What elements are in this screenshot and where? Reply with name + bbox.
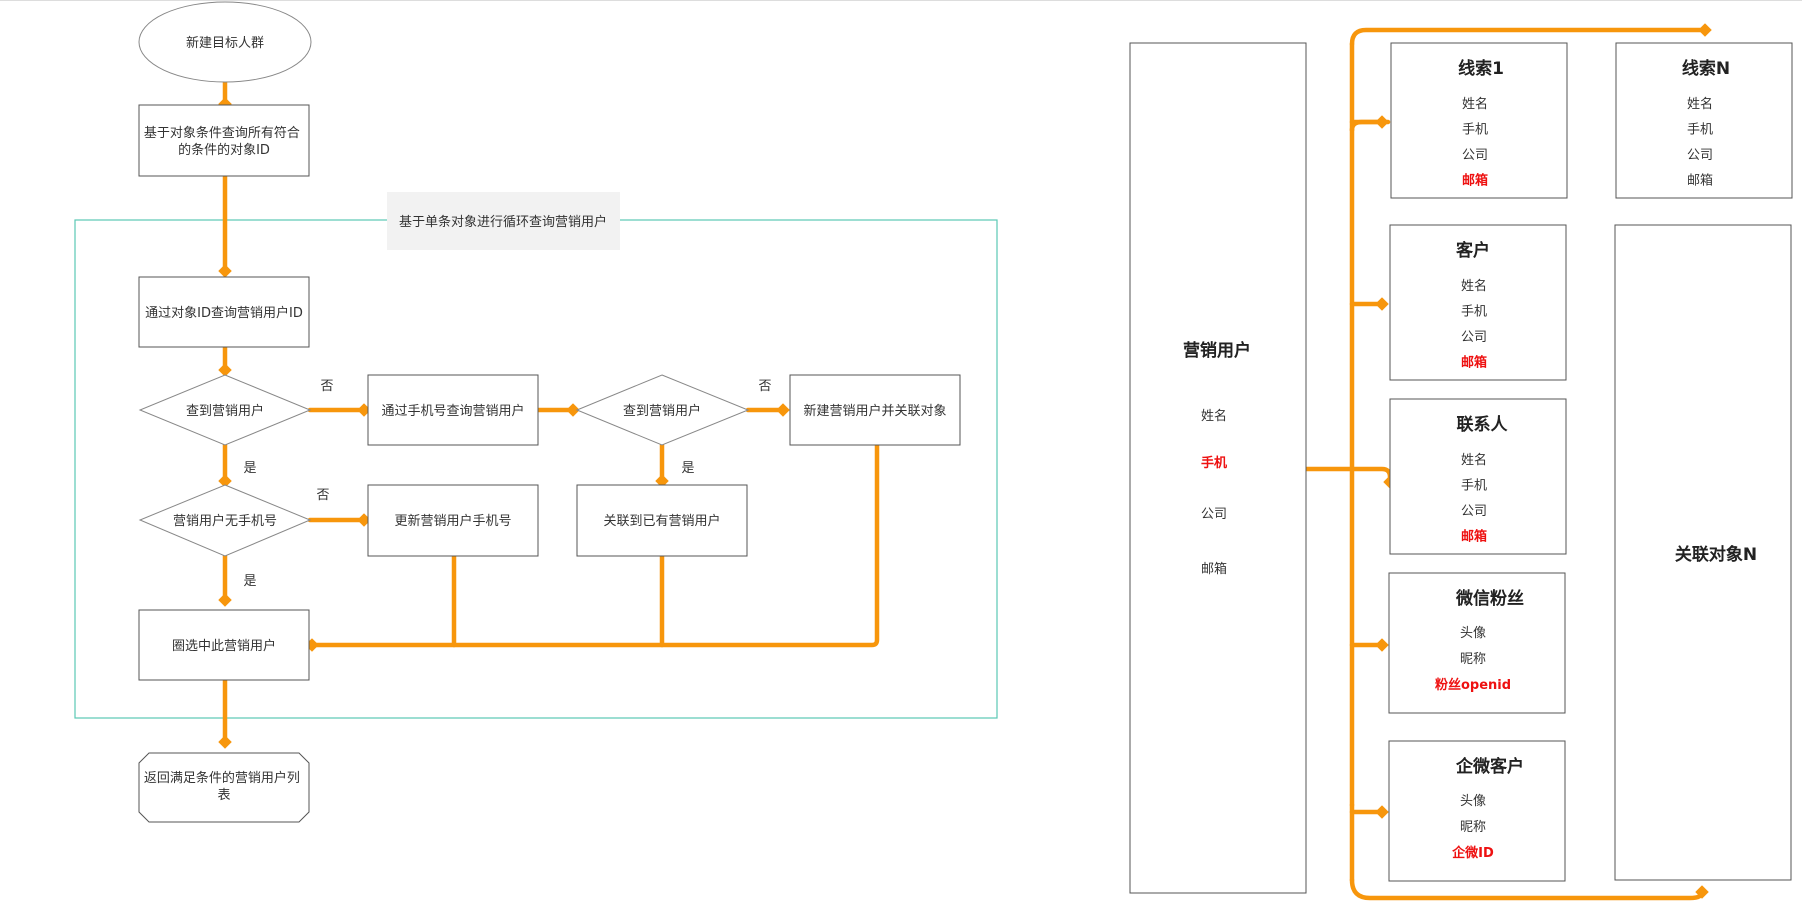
contact-field: 手机 — [1461, 479, 1487, 494]
start-node-label: 新建目标人群 — [186, 35, 264, 51]
customer-field: 邮箱 — [1461, 355, 1487, 371]
wechat_fan-field: 头像 — [1460, 626, 1486, 641]
label-no-2: 否 — [758, 379, 771, 394]
decision-no-phone-label: 营销用户无手机号 — [173, 513, 277, 529]
wework-customer-box — [1388, 740, 1566, 882]
query-by-phone-box — [367, 374, 539, 446]
decision-found-1 — [138, 374, 312, 446]
main-user-field: 邮箱 — [1201, 561, 1227, 577]
query-by-id-label: 通过对象ID查询营销用户ID — [145, 305, 303, 321]
wework_customer-title: 企微客户 — [1455, 756, 1524, 777]
decision-no-phone — [138, 484, 312, 557]
related-n-box — [1614, 224, 1792, 881]
select-user-label: 圈选中此营销用户 — [172, 638, 276, 654]
clue1-field: 公司 — [1462, 148, 1488, 163]
return-list-label: 返回满足条件的营销用户列 表 — [144, 770, 304, 803]
contact-field: 公司 — [1461, 504, 1487, 519]
customer-box — [1389, 224, 1567, 381]
wechat_fan-field: 昵称 — [1460, 652, 1486, 667]
main-user-title: 营销用户 — [1183, 340, 1251, 361]
contact-field: 邮箱 — [1461, 529, 1487, 545]
contact-field: 姓名 — [1461, 452, 1487, 468]
update-phone-box — [367, 484, 539, 557]
select-user-box — [138, 609, 310, 681]
link-existing-box — [576, 484, 748, 557]
connector-to-relatedN-bottom — [1349, 877, 1709, 901]
query-all-label: 基于对象条件查询所有符合 的条件的对象ID — [144, 125, 304, 158]
wework_customer-field: 企微ID — [1451, 845, 1494, 861]
related-n-title: 关联对象N — [1675, 544, 1757, 565]
create-new-label: 新建营销用户并关联对象 — [803, 403, 946, 419]
clue1-box — [1390, 42, 1568, 199]
main-user-field: 手机 — [1201, 455, 1227, 471]
label-yes-1: 是 — [243, 461, 256, 476]
clueN-field: 姓名 — [1687, 96, 1713, 112]
label-no-1: 否 — [320, 379, 333, 394]
connector-to-clueN-top — [1349, 23, 1712, 47]
clue1-title: 线索1 — [1458, 58, 1504, 79]
wework_customer-field: 昵称 — [1460, 820, 1486, 835]
clueN-title: 线索N — [1682, 58, 1730, 79]
relation-connectors — [1303, 23, 1712, 901]
main-user-field: 公司 — [1201, 507, 1227, 522]
start-node — [138, 1, 312, 83]
connector-to-contact — [1349, 466, 1397, 489]
update-phone-label: 更新营销用户手机号 — [394, 513, 511, 529]
clueN-field: 手机 — [1687, 123, 1713, 138]
customer-field: 公司 — [1461, 330, 1487, 345]
clue1-field: 邮箱 — [1462, 173, 1488, 189]
clueN-field: 公司 — [1687, 148, 1713, 163]
query-all-box — [138, 104, 310, 177]
flow-connectors — [218, 79, 880, 749]
clueN-box — [1615, 42, 1793, 199]
main-user-box — [1129, 42, 1307, 894]
link-existing-label: 关联到已有营销用户 — [603, 513, 720, 529]
loop-label: 基于单条对象进行循环查询营销用户 — [399, 214, 607, 230]
loop-label-box — [387, 192, 620, 250]
label-yes-3: 是 — [243, 574, 256, 589]
create-new-box — [789, 374, 961, 446]
clueN-field: 邮箱 — [1687, 173, 1713, 189]
wework_customer-field: 头像 — [1460, 794, 1486, 809]
customer-title: 客户 — [1455, 240, 1490, 261]
query-by-phone-label: 通过手机号查询营销用户 — [381, 403, 524, 419]
main-user-field: 姓名 — [1201, 408, 1227, 424]
label-yes-2: 是 — [681, 461, 694, 476]
clue1-field: 姓名 — [1462, 96, 1488, 112]
customer-field: 姓名 — [1461, 278, 1487, 294]
wechat_fan-field: 粉丝openid — [1435, 677, 1511, 693]
clue1-field: 手机 — [1462, 123, 1488, 138]
contact-title: 联系人 — [1457, 415, 1509, 435]
contact-box — [1389, 398, 1567, 555]
return-list-box — [138, 752, 310, 823]
decision-found-2-label: 查到营销用户 — [623, 403, 701, 419]
decision-found-2 — [575, 374, 750, 446]
wechat_fan-title: 微信粉丝 — [1455, 588, 1524, 609]
customer-field: 手机 — [1461, 305, 1487, 320]
label-no-3: 否 — [316, 488, 329, 503]
decision-found-1-label: 查到营销用户 — [186, 403, 264, 419]
wechat-fan-box — [1388, 572, 1566, 714]
connector-create-select — [305, 442, 880, 652]
query-by-id-box — [138, 276, 310, 348]
